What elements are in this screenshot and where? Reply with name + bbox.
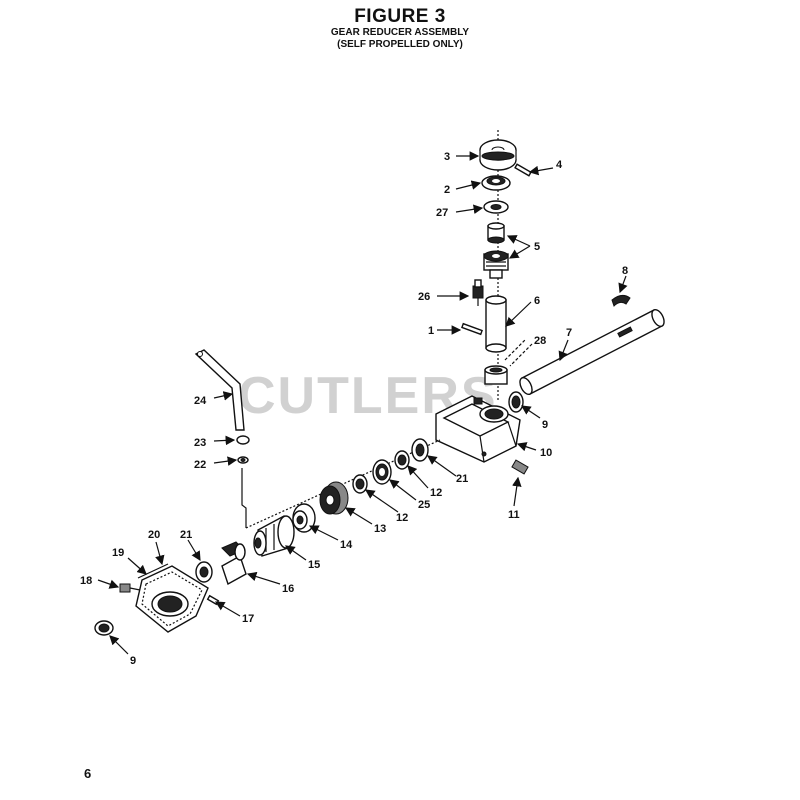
figure-subtitle-line1: GEAR REDUCER ASSEMBLY (330, 27, 470, 38)
callout-4: 4 (556, 159, 563, 171)
figure-title: FIGURE 3 (354, 6, 446, 27)
part-12-bearing-upper (394, 450, 410, 470)
part-20-cover-plate (135, 565, 209, 633)
callout-6: 6 (534, 295, 540, 307)
part-22-clip (237, 456, 249, 464)
callout-12-lower: 12 (396, 512, 408, 524)
part-12-bearing-lower (352, 474, 368, 494)
part-5-bushing-upper (487, 222, 505, 244)
callout-17: 17 (242, 613, 254, 625)
part-15-drive-cone (253, 515, 295, 557)
callout-18: 18 (80, 575, 92, 587)
part-16-shift-yoke (221, 541, 247, 586)
part-5-pinion-gear (483, 250, 509, 279)
callout-21-lower: 21 (180, 529, 192, 541)
part-1-pin (461, 322, 483, 336)
part-19-gasket (137, 563, 169, 579)
page-number: 6 (84, 766, 92, 781)
callout-9-lower: 9 (130, 655, 136, 667)
part-18-bolt (119, 583, 141, 593)
callout-12-upper: 12 (430, 487, 442, 499)
part-9-seal-upper (508, 391, 524, 413)
callout-1: 1 (428, 325, 434, 337)
callout-19: 19 (112, 547, 124, 559)
bracket-link-line (241, 468, 247, 528)
leader-lines (97, 151, 628, 655)
callout-27: 27 (436, 207, 448, 219)
callout-25: 25 (418, 499, 430, 511)
part-4-key (514, 163, 532, 177)
callout-16: 16 (282, 583, 294, 595)
part-23-washer (236, 435, 250, 445)
part-27-washer (483, 200, 509, 214)
part-9-seal-lower (94, 620, 114, 636)
callout-26: 26 (418, 291, 430, 303)
diagonal-axis-line (245, 439, 441, 529)
callout-13: 13 (374, 523, 386, 535)
callout-22: 22 (194, 459, 206, 471)
part-11-set-screw (511, 459, 529, 475)
part-7-axle-shaft (519, 308, 665, 396)
callout-14: 14 (340, 539, 353, 551)
figure-subtitle-line2: (SELF PROPELLED ONLY) (337, 39, 463, 50)
part-21-seal-upper (411, 438, 429, 462)
part-14-gear-hub (292, 503, 316, 533)
part-2-bearing (481, 175, 511, 191)
part-28-bushing (484, 365, 508, 385)
part-10-gear-housing (435, 395, 521, 463)
callout-21-upper: 21 (456, 473, 468, 485)
part-24-bracket-rod (194, 349, 245, 431)
callout-11: 11 (508, 509, 520, 521)
callout-10: 10 (540, 447, 552, 459)
callout-7: 7 (566, 327, 572, 339)
callout-24: 24 (194, 395, 207, 407)
part-3-pulley (479, 139, 517, 171)
callout-5: 5 (534, 241, 540, 253)
callout-8: 8 (622, 265, 628, 277)
part-8-key (611, 294, 631, 307)
part-6-vertical-shaft (485, 295, 507, 353)
callout-20: 20 (148, 529, 160, 541)
part-25-needle-bearing (372, 459, 392, 485)
callout-9-upper: 9 (542, 419, 548, 431)
part-21-seal-lower (195, 561, 213, 583)
callout-2: 2 (444, 184, 450, 196)
callout-3: 3 (444, 151, 450, 163)
callout-23: 23 (194, 437, 206, 449)
part-13-worm-gear (319, 481, 349, 515)
callout-28: 28 (534, 335, 546, 347)
callout-labels: 3 4 2 27 5 26 6 1 8 7 28 9 10 11 21 12 2… (80, 151, 628, 667)
part-26-grease-fitting (472, 279, 484, 306)
callout-15: 15 (308, 559, 320, 571)
